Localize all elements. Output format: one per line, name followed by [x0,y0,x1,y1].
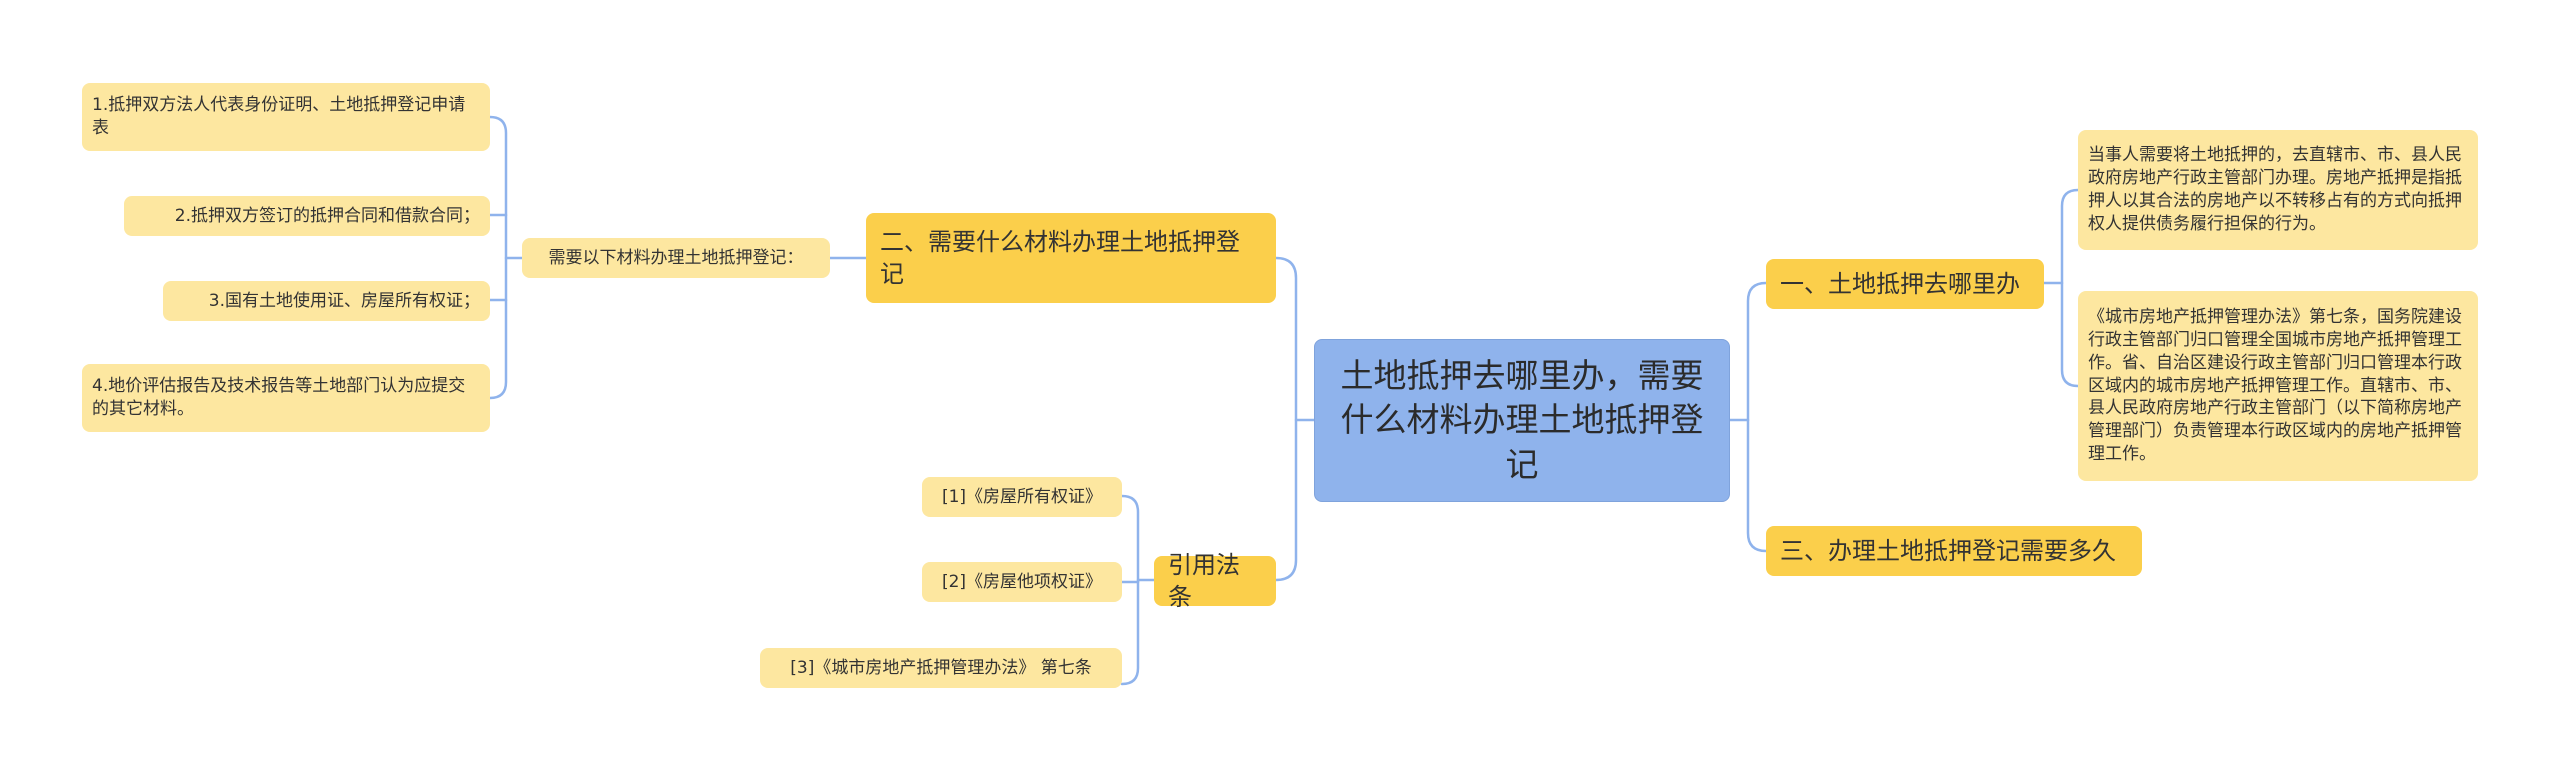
material-item-1-text: 1.抵押双方法人代表身份证明、土地抵押登记申请表 [92,95,466,138]
law-item-3[interactable]: [3]《城市房地产抵押管理办法》 第七条 [760,648,1122,688]
material-item-2[interactable]: 2.抵押双方签订的抵押合同和借款合同； [124,196,490,236]
branch-where-label: 一、土地抵押去哪里办 [1780,269,2020,298]
note-regulation-article-7-text: 《城市房地产抵押管理办法》第七条，国务院建设行政主管部门归口管理全国城市房地产抵… [2088,306,2462,465]
law-item-1-text: [1]《房屋所有权证》 [941,486,1103,507]
root-topic[interactable]: 土地抵押去哪里办，需要什么材料办理土地抵押登记 [1314,339,1730,502]
law-item-2-text: [2]《房屋他项权证》 [941,571,1103,592]
note-handling-office-text: 当事人需要将土地抵押的，去直辖市、市、县人民政府房地产行政主管部门办理。房地产抵… [2088,145,2462,234]
branch-where-to-handle[interactable]: 一、土地抵押去哪里办 [1766,259,2044,309]
branch-registration-duration[interactable]: 三、办理土地抵押登记需要多久 [1766,526,2142,576]
law-item-2[interactable]: [2]《房屋他项权证》 [922,562,1122,602]
material-item-1[interactable]: 1.抵押双方法人代表身份证明、土地抵押登记申请表 [82,83,490,151]
link-left-spine [1274,256,1298,582]
material-item-4[interactable]: 4.地价评估报告及技术报告等土地部门认为应提交的其它材料。 [82,364,490,432]
link-items-spine [488,115,508,400]
material-item-4-text: 4.地价评估报告及技术报告等土地部门认为应提交的其它材料。 [92,376,466,419]
law-item-3-text: [3]《城市房地产抵押管理办法》 第七条 [790,657,1092,678]
branch-duration-label: 三、办理土地抵押登记需要多久 [1780,536,2116,565]
branch-materials-label: 二、需要什么材料办理土地抵押登记 [880,227,1240,288]
root-title: 土地抵押去哪里办，需要什么材料办理土地抵押登记 [1340,355,1704,484]
branch-required-materials[interactable]: 二、需要什么材料办理土地抵押登记 [866,213,1276,303]
link-right-spine [1746,281,1768,553]
material-item-3[interactable]: 3.国有土地使用证、房屋所有权证； [163,281,490,321]
material-item-2-text: 2.抵押双方签订的抵押合同和借款合同； [174,205,480,226]
note-regulation-article-7[interactable]: 《城市房地产抵押管理办法》第七条，国务院建设行政主管部门归口管理全国城市房地产抵… [2078,291,2478,481]
law-item-1[interactable]: [1]《房屋所有权证》 [922,477,1122,517]
branch-laws-label: 引用法条 [1168,550,1240,611]
material-item-3-text: 3.国有土地使用证、房屋所有权证； [208,290,480,311]
materials-intro-text: 需要以下材料办理土地抵押登记： [548,247,804,268]
link-where-spine [2060,188,2080,388]
link-laws-spine [1120,494,1140,686]
materials-intro[interactable]: 需要以下材料办理土地抵押登记： [522,238,830,278]
branch-cited-laws[interactable]: 引用法条 [1154,551,1276,611]
note-handling-office[interactable]: 当事人需要将土地抵押的，去直辖市、市、县人民政府房地产行政主管部门办理。房地产抵… [2078,130,2478,250]
